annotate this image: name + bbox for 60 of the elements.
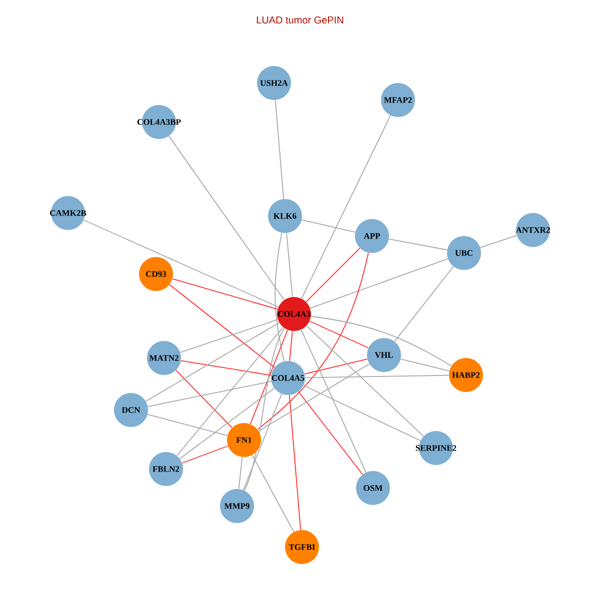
edge-line [147,380,272,408]
gene-node: KLK6 [268,199,302,233]
edge-line [289,330,293,362]
edge-line [309,320,369,348]
edge-line [180,360,272,376]
edge-line [304,358,368,374]
gene-node: TGFBI [285,530,319,564]
edge-line [306,325,424,437]
edge-line [176,370,232,428]
edge-line [145,322,280,402]
gene-node: DCN [114,393,148,427]
edge-line [304,374,450,378]
edge-line [310,316,452,366]
edge-line [258,363,370,432]
gene-node: MFAP2 [381,83,415,117]
edge-line [238,456,243,490]
edge-line [303,384,421,442]
edge-line [286,232,293,298]
gene-node: OSM [356,471,390,505]
edge-line [244,328,285,491]
gene-node: FBLN2 [149,452,183,486]
edge-line [301,115,391,299]
gene-node: MMP9 [220,489,254,523]
chart-title: LUAD tumor GePIN [256,16,344,24]
edge-line [306,248,360,302]
gene-node: ANTXR2 [516,213,550,247]
edge-line [182,446,228,464]
gene-node: FN1 [227,423,261,457]
edge-line [250,330,288,424]
gene-node: VHL [367,338,401,372]
edge-line [147,414,228,436]
gene-node: CD93 [139,257,173,291]
gene-node: HABP2 [449,358,483,392]
edge-line [169,284,275,368]
edge-line [274,100,284,200]
edge-line [288,394,302,530]
edge-line [300,329,366,473]
gene-node: USH2A [257,66,291,100]
edge-line [310,258,448,309]
edge-line [480,234,518,248]
edge-line [274,232,285,362]
edge-line [172,278,278,310]
edge-line [83,220,279,308]
gene-node: APP [355,219,389,253]
gene-node: MATN2 [147,341,181,375]
gene-node: COL4A5 [271,361,305,395]
edge-line [394,266,454,342]
edge-line [168,136,285,300]
edge-line [257,252,369,430]
gene-node: UBC [447,236,481,270]
edge-line [180,319,278,353]
edge-line [388,238,448,250]
gene-node: COL4A3 [277,297,311,331]
edge-line [252,454,294,532]
edge-line [242,394,282,490]
edge-line [179,388,275,460]
edge-line [176,326,284,456]
edge-line [298,391,363,475]
edge-line [400,358,450,372]
edge-line [301,219,356,233]
